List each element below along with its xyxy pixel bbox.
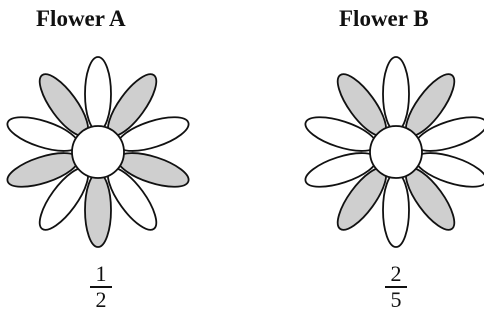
shaded-petal	[85, 173, 111, 247]
flower-a	[3, 57, 193, 247]
flower-center	[370, 126, 422, 178]
flower-b-denominator: 5	[381, 288, 411, 312]
petal	[85, 57, 111, 131]
flower-b	[301, 57, 484, 247]
flower-b-numerator: 2	[381, 262, 411, 286]
flower-a-denominator: 2	[86, 288, 116, 312]
flower-a-title: Flower A	[36, 6, 126, 32]
flower-a-numerator: 1	[86, 262, 116, 286]
petal	[383, 57, 409, 131]
petal	[383, 173, 409, 247]
flower-center	[72, 126, 124, 178]
flower-a-fraction: 1 2	[86, 262, 116, 312]
flower-b-title: Flower B	[339, 6, 429, 32]
flower-b-fraction: 2 5	[381, 262, 411, 312]
